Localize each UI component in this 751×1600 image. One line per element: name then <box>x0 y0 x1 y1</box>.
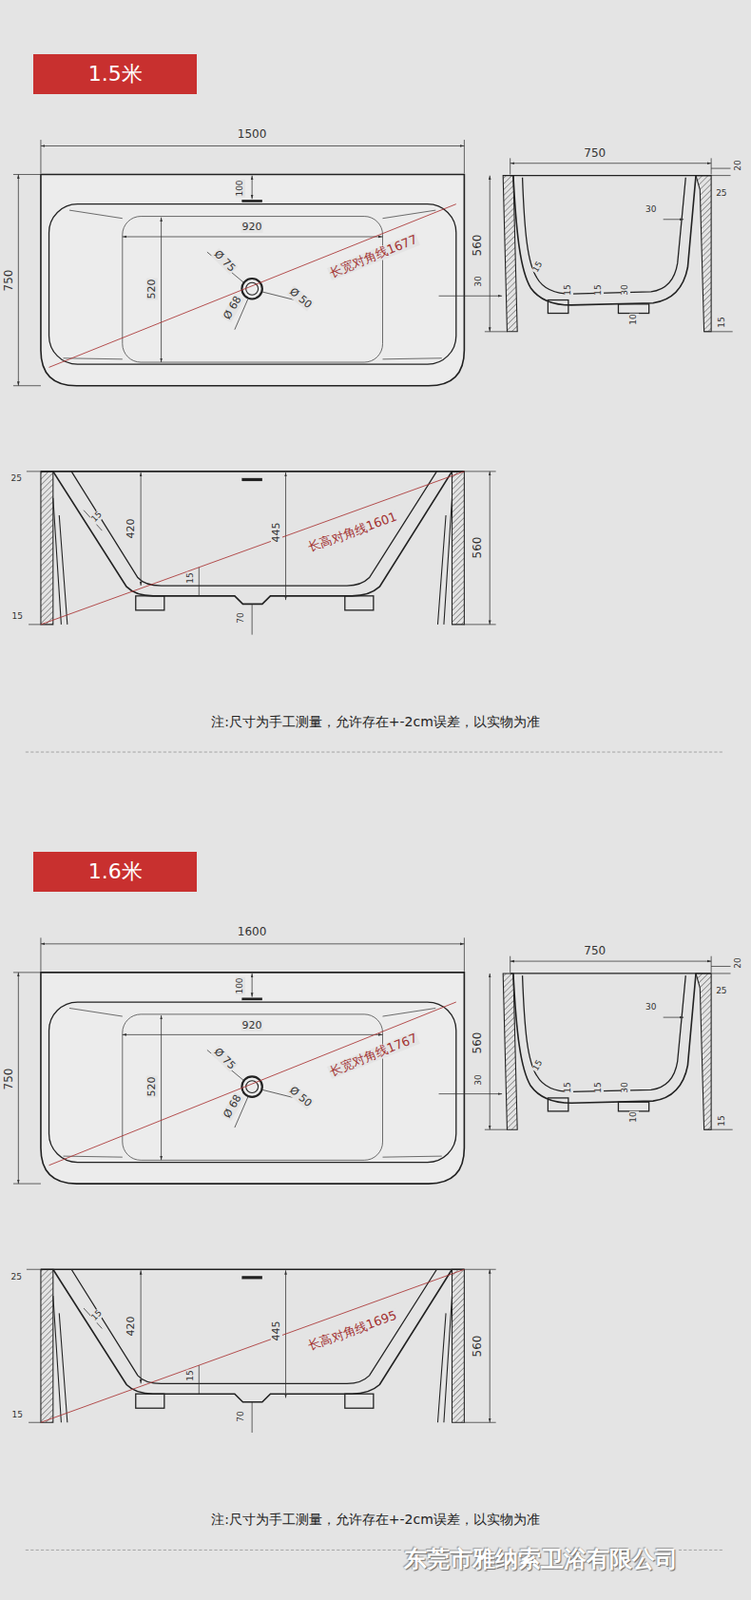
dimension-label: 750 <box>582 147 607 160</box>
dimension-label: 15 <box>530 1057 545 1074</box>
dimension-label: 25 <box>714 189 728 199</box>
dimension-label: 70 <box>236 612 247 625</box>
dimension-label: 15 <box>563 283 574 296</box>
dimension-label: 15 <box>594 283 604 296</box>
dimension-label: 15 <box>717 315 728 328</box>
dimension-label: 30 <box>475 1073 485 1086</box>
size-tag: 1.6米 <box>33 851 197 892</box>
dimension-label: 750 <box>2 1066 16 1091</box>
dimension-label: 520 <box>146 1076 158 1098</box>
size-tag: 1.5米 <box>33 54 197 95</box>
dimension-label: 100 <box>235 976 246 995</box>
dimension-label: 920 <box>241 1020 264 1032</box>
dimension-label: 420 <box>125 1315 137 1338</box>
dimension-label: 560 <box>472 1333 485 1358</box>
diagonal-label: 长高对角线1601 <box>306 509 401 556</box>
dimension-label: 20 <box>733 957 744 970</box>
dimension-label: 30 <box>644 1003 657 1014</box>
dimension-label: 30 <box>475 275 485 289</box>
size-title: 1.6米 <box>88 857 143 886</box>
dimension-label: 15 <box>594 1080 604 1094</box>
size-title: 1.5米 <box>88 59 143 89</box>
dimension-label: 1600 <box>236 925 269 939</box>
dimension-label: 15 <box>717 1114 728 1127</box>
watermark: 东莞市雅纳索卫浴有限公司 <box>403 1546 679 1572</box>
dimension-label: 25 <box>714 986 728 997</box>
diagonal-label: 长高对角线1695 <box>306 1308 401 1354</box>
dimension-label: 520 <box>146 277 158 300</box>
dimension-label: 420 <box>125 518 137 540</box>
dimension-label: 25 <box>9 475 22 485</box>
dimension-label: 15 <box>186 1368 196 1382</box>
dimension-label: 30 <box>644 205 657 215</box>
dimension-label: 560 <box>472 536 485 560</box>
dimension-label: 10 <box>629 1111 639 1124</box>
dimension-label: 20 <box>733 158 744 172</box>
dimension-label: 445 <box>270 1319 283 1342</box>
dimension-label: 30 <box>620 283 631 296</box>
dimension-label: 560 <box>472 1031 485 1056</box>
dimension-label: 70 <box>236 1409 247 1423</box>
dimension-label: 920 <box>241 221 264 233</box>
dimension-label: 15 <box>89 1307 106 1324</box>
note-text: 注:尺寸为手工测量，允许存在+-2cm误差，以实物为准 <box>210 1513 541 1528</box>
dimension-label: 560 <box>472 232 485 257</box>
dimension-label: 10 <box>629 312 639 326</box>
dimension-label: 100 <box>235 178 246 197</box>
dimension-label: 445 <box>270 521 283 544</box>
note-text: 注:尺寸为手工测量，允许存在+-2cm误差，以实物为准 <box>210 714 541 730</box>
dimension-label: 750 <box>582 945 607 959</box>
dimension-label: 15 <box>11 612 24 622</box>
dimension-label: 15 <box>89 509 106 526</box>
dimension-label: 750 <box>2 269 16 293</box>
dimension-label: 25 <box>9 1272 22 1283</box>
dimension-label: 15 <box>530 259 545 276</box>
dimension-label: 1500 <box>236 128 269 141</box>
dimension-label: 15 <box>563 1080 574 1094</box>
dimension-label: 30 <box>620 1080 631 1094</box>
dimension-label: 15 <box>186 571 196 584</box>
dimension-label: 15 <box>11 1410 24 1421</box>
